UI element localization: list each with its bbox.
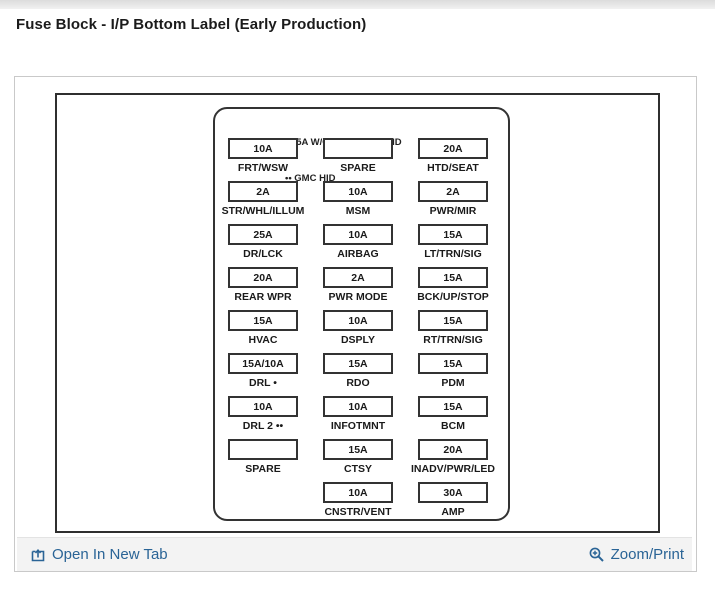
viewer-footer-bar: Open In New Tab Zoom/Print <box>17 537 692 571</box>
fuse-amp-box: 10A <box>323 181 393 202</box>
top-divider-strip <box>0 0 715 9</box>
open-in-new-tab-label: Open In New Tab <box>52 546 168 563</box>
fuse-label: REAR WPR <box>234 291 292 303</box>
fuse-amp-box: 20A <box>228 267 298 288</box>
fuse-cell: 20A REAR WPR <box>228 267 298 303</box>
page-title: Fuse Block - I/P Bottom Label (Early Pro… <box>16 16 367 33</box>
fuse-label: FRT/WSW <box>237 162 289 174</box>
fuse-cell: 15A HVAC <box>228 310 298 346</box>
fuse-amp-box: 2A <box>418 181 488 202</box>
fuse-amp-box: 15A <box>418 267 488 288</box>
fuse-cell: 15A RT/TRN/SIG <box>418 310 488 346</box>
zoom-print-link[interactable]: Zoom/Print <box>588 538 684 571</box>
fuse-amp-box: 2A <box>228 181 298 202</box>
fuse-label: DR/LCK <box>243 248 283 260</box>
fuse-amp-box: 10A <box>323 482 393 503</box>
fuse-cell: 25A DR/LCK <box>228 224 298 260</box>
fuse-cell: 10A MSM <box>323 181 393 217</box>
fuse-amp-box: 10A <box>323 310 393 331</box>
fuse-label: RT/TRN/SIG <box>423 334 483 346</box>
fuse-label: PWR MODE <box>328 291 388 303</box>
fuse-amp-box: 15A/10A <box>228 353 298 374</box>
open-in-new-tab-link[interactable]: Open In New Tab <box>30 538 168 571</box>
fuse-label: RDO <box>346 377 370 389</box>
fuse-block-outline: • 15A W/O HID, 10A W/HID •• GMC HID 10AF… <box>213 107 510 521</box>
fuse-amp-box: 10A <box>323 396 393 417</box>
fuse-amp-box: 30A <box>418 482 488 503</box>
fuse-cell: 2A PWR/MIR <box>418 181 488 217</box>
fuse-label: DRL • <box>249 377 277 389</box>
fuse-cell: 15A CTSY <box>323 439 393 475</box>
fuse-label: BCK/UP/STOP <box>417 291 489 303</box>
fuse-amp-box: 20A <box>418 138 488 159</box>
fuse-cell: 20A INADV/PWR/LED <box>411 439 495 475</box>
fuse-cell: 15A LT/TRN/SIG <box>418 224 488 260</box>
fuse-cell: 15A PDM <box>418 353 488 389</box>
fuse-amp-box: 10A <box>323 224 393 245</box>
diagram-viewer-panel: • 15A W/O HID, 10A W/HID •• GMC HID 10AF… <box>14 76 697 572</box>
fuse-cell: 15A/10A DRL • <box>228 353 298 389</box>
fuse-cell: 10A DRL 2 •• <box>228 396 298 432</box>
fuse-cell: SPARE <box>323 138 393 174</box>
fuse-label: STR/WHL/ILLUM <box>221 205 305 217</box>
zoom-magnifier-icon <box>588 546 605 563</box>
fuse-cell: 10A DSPLY <box>323 310 393 346</box>
fuse-label: DSPLY <box>340 334 376 346</box>
fuse-amp-box <box>228 439 298 460</box>
fuse-cell: 15A BCK/UP/STOP <box>417 267 489 303</box>
fuse-amp-box: 15A <box>323 439 393 460</box>
fuse-amp-box: 15A <box>418 353 488 374</box>
fuse-cell: 2A STR/WHL/ILLUM <box>222 181 304 217</box>
zoom-print-label: Zoom/Print <box>610 546 684 563</box>
fuse-amp-box: 25A <box>228 224 298 245</box>
fuse-amp-box: 15A <box>418 224 488 245</box>
fuse-label: BCM <box>441 420 465 432</box>
fuse-diagram-image: • 15A W/O HID, 10A W/HID •• GMC HID 10AF… <box>55 93 660 533</box>
fuse-label: SPARE <box>340 162 376 174</box>
fuse-cell: 15A BCM <box>418 396 488 432</box>
fuse-cell: 10A FRT/WSW <box>228 138 298 174</box>
fuse-label: MSM <box>345 205 371 217</box>
fuse-label: PDM <box>441 377 465 389</box>
fuse-cell: 2A PWR MODE <box>323 267 393 303</box>
fuse-label: LT/TRN/SIG <box>424 248 482 260</box>
fuse-label: DRL 2 •• <box>242 420 284 432</box>
fuse-label: INFOTMNT <box>330 420 386 432</box>
fuse-label: AIRBAG <box>337 248 379 260</box>
fuse-cell: 20A HTD/SEAT <box>418 138 488 174</box>
fuse-amp-box: 10A <box>228 396 298 417</box>
fuse-label: INADV/PWR/LED <box>411 463 495 475</box>
fuse-label: CTSY <box>343 463 372 475</box>
fuse-cell: 10A INFOTMNT <box>323 396 393 432</box>
fuse-amp-box: 15A <box>228 310 298 331</box>
fuse-cell: 10A CNSTR/VENT <box>323 482 393 518</box>
fuse-label: AMP <box>441 506 465 518</box>
fuse-amp-box <box>323 138 393 159</box>
fuse-label: PWR/MIR <box>429 205 477 217</box>
fuse-cell: 15A RDO <box>323 353 393 389</box>
fuse-amp-box: 15A <box>323 353 393 374</box>
fuse-amp-box: 2A <box>323 267 393 288</box>
fuse-label: SPARE <box>245 463 281 475</box>
fuse-label: HTD/SEAT <box>427 162 479 174</box>
fuse-amp-box: 20A <box>418 439 488 460</box>
fuse-label: CNSTR/VENT <box>324 506 392 518</box>
fuse-cell: SPARE <box>228 439 298 475</box>
fuse-amp-box: 10A <box>228 138 298 159</box>
fuse-cell: 30A AMP <box>418 482 488 518</box>
fuse-amp-box: 15A <box>418 396 488 417</box>
fuse-amp-box: 15A <box>418 310 488 331</box>
open-in-new-tab-icon <box>30 547 46 563</box>
note-line-2: •• GMC HID <box>285 173 336 184</box>
fuse-cell: 10A AIRBAG <box>323 224 393 260</box>
fuse-label: HVAC <box>248 334 278 346</box>
